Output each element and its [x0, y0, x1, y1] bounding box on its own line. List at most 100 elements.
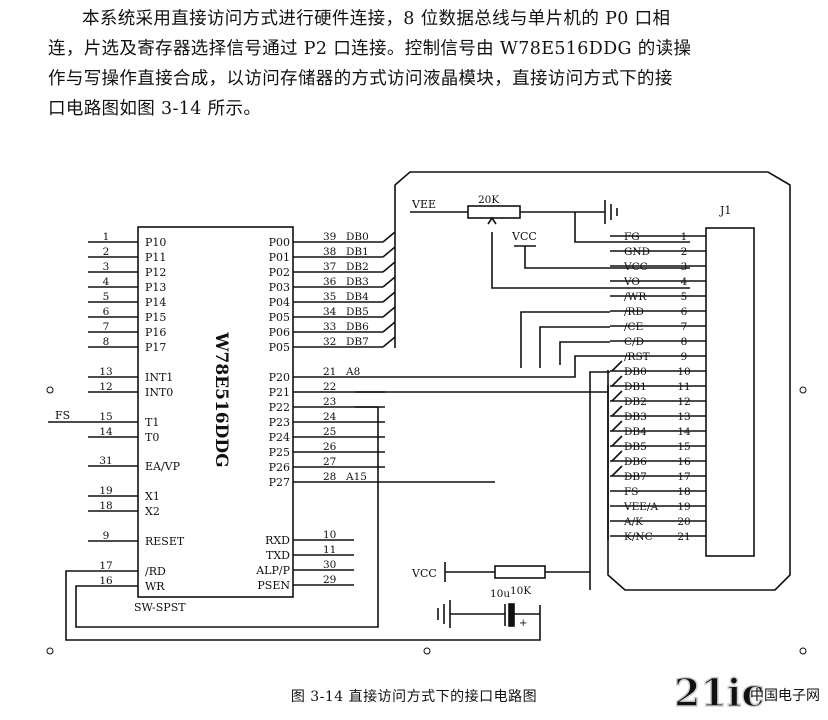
right-pin-number: 22 — [323, 381, 336, 393]
bus-outline — [394, 171, 791, 591]
left-pin-name: P11 — [145, 251, 166, 264]
lcd-pin-name: DB1 — [624, 381, 647, 393]
right-pin-name: P03 — [269, 281, 290, 294]
lcd-connector — [705, 227, 755, 557]
lcd-pin-name: DB5 — [624, 441, 647, 453]
lcd-pin-number: 19 — [677, 501, 690, 513]
right-pin-name: P01 — [269, 251, 290, 264]
left-pin-number: 1 — [103, 231, 110, 243]
lcd-pin-number: 10 — [677, 366, 690, 378]
right-pin-name: P05 — [269, 311, 290, 324]
cap-plate-polar — [508, 603, 515, 627]
right-pin-number: 23 — [323, 396, 336, 408]
right-pin-number: 34 — [323, 306, 337, 318]
lcd-pin-number: 4 — [681, 276, 688, 288]
lcd-pin-number: 12 — [677, 396, 690, 408]
lcd-pin-name: GND — [624, 246, 650, 258]
lcd-pin-name: /RD — [624, 306, 644, 318]
reset-vcc-label: VCC — [411, 567, 437, 580]
right-pin-name: P02 — [269, 266, 290, 279]
left-pin-name: /RD — [145, 565, 166, 578]
left-pin-number: 9 — [103, 530, 110, 542]
resistor-label: 10K — [510, 585, 531, 597]
paragraph-line: 口电路图如图 3-14 所示。 — [48, 99, 262, 119]
right-pin-number: 24 — [323, 411, 337, 423]
lcd-pin-name: /RST — [624, 351, 650, 363]
bus-entry — [382, 336, 396, 348]
reset-resistor — [494, 565, 546, 579]
left-pin-number: 14 — [99, 426, 113, 438]
right-pin-net: A8 — [345, 366, 360, 378]
left-pin-number: 5 — [103, 291, 110, 303]
figure-caption: 图 3-14 直接访问方式下的接口电路图 — [290, 689, 538, 705]
body-paragraph: 本系统采用直接访问方式进行硬件连接，8 位数据总线与单片机的 P0 口相 连，片… — [48, 4, 788, 124]
fs-label: FS — [55, 409, 70, 422]
bus-entry — [611, 420, 623, 432]
lcd-pin-number: 5 — [681, 291, 688, 303]
right-pin-name: RXD — [265, 534, 290, 547]
left-pin-name: X1 — [145, 490, 160, 503]
watermark-subtext: 中国电子网 — [750, 688, 820, 704]
right-pin-name: P21 — [269, 386, 290, 399]
bus-entry — [611, 435, 623, 447]
left-pin-name: P16 — [145, 326, 166, 339]
lcd-pin-number: 2 — [681, 246, 688, 258]
right-pin-net: DB5 — [346, 306, 369, 318]
lcd-pin-name: DB2 — [624, 396, 647, 408]
left-pin-number: 3 — [103, 261, 110, 273]
corner-marker — [46, 647, 54, 655]
left-pin-number: 17 — [99, 560, 112, 572]
right-pin-net: A15 — [345, 471, 367, 483]
bus-entry — [611, 390, 623, 402]
left-pin-name: T0 — [145, 431, 159, 444]
lcd-pin-number: 3 — [681, 261, 688, 273]
corner-marker — [799, 647, 807, 655]
left-pin-name: WR — [145, 580, 165, 593]
wiper-arrow — [487, 216, 497, 225]
left-pin-number: 15 — [99, 411, 112, 423]
right-pin-number: 39 — [323, 231, 336, 243]
right-pin-net: DB7 — [346, 336, 369, 348]
bus-entry — [382, 276, 396, 288]
lcd-pin-name: C/D — [624, 336, 644, 348]
gnd-wire — [574, 212, 690, 243]
left-pin-name: T1 — [145, 416, 159, 429]
left-pin-number: 13 — [99, 366, 112, 378]
right-pin-name: P00 — [269, 236, 290, 249]
left-pin-name: P10 — [145, 236, 166, 249]
right-pin-name: TXD — [266, 549, 290, 562]
bus-entry — [611, 450, 623, 462]
bus-entry — [611, 405, 623, 417]
right-pin-name: P26 — [269, 461, 290, 474]
vee-label: VEE — [411, 198, 436, 211]
left-pin-number: 4 — [103, 276, 110, 288]
left-pin-number: 18 — [99, 500, 112, 512]
right-pin-name: P22 — [269, 401, 290, 414]
right-pin-name: P06 — [269, 326, 290, 339]
left-pin-number: 12 — [99, 381, 112, 393]
right-pin-name: P05 — [269, 341, 290, 354]
left-pin-name: INT0 — [145, 386, 173, 399]
mcu-body — [137, 226, 294, 598]
wires — [46, 171, 807, 655]
right-pin-number: 27 — [323, 456, 336, 468]
bus-entry — [382, 321, 396, 333]
switch-label: SW-SPST — [134, 601, 186, 614]
chip-label: W78E516DDG — [211, 331, 231, 467]
connector-label: J1 — [719, 204, 731, 217]
lcd-pin-name: DB0 — [624, 366, 647, 378]
capacitor-label: 10u — [490, 588, 510, 600]
lcd-pin-number: 8 — [681, 336, 688, 348]
right-pin-number: 29 — [323, 574, 336, 586]
right-pin-number: 38 — [323, 246, 336, 258]
wiper-wire — [491, 232, 690, 289]
paragraph-line: 作与写操作直接合成，以访问存储器的方式访问液晶模块，直接访问方式下的接 — [48, 69, 673, 89]
right-pin-net: DB4 — [346, 291, 369, 303]
rst-wire — [589, 371, 610, 590]
right-pin-number: 28 — [323, 471, 336, 483]
left-pin-name: P13 — [145, 281, 166, 294]
right-pin-number: 37 — [323, 261, 336, 273]
bus-entry — [382, 246, 396, 258]
corner-marker — [799, 386, 807, 394]
